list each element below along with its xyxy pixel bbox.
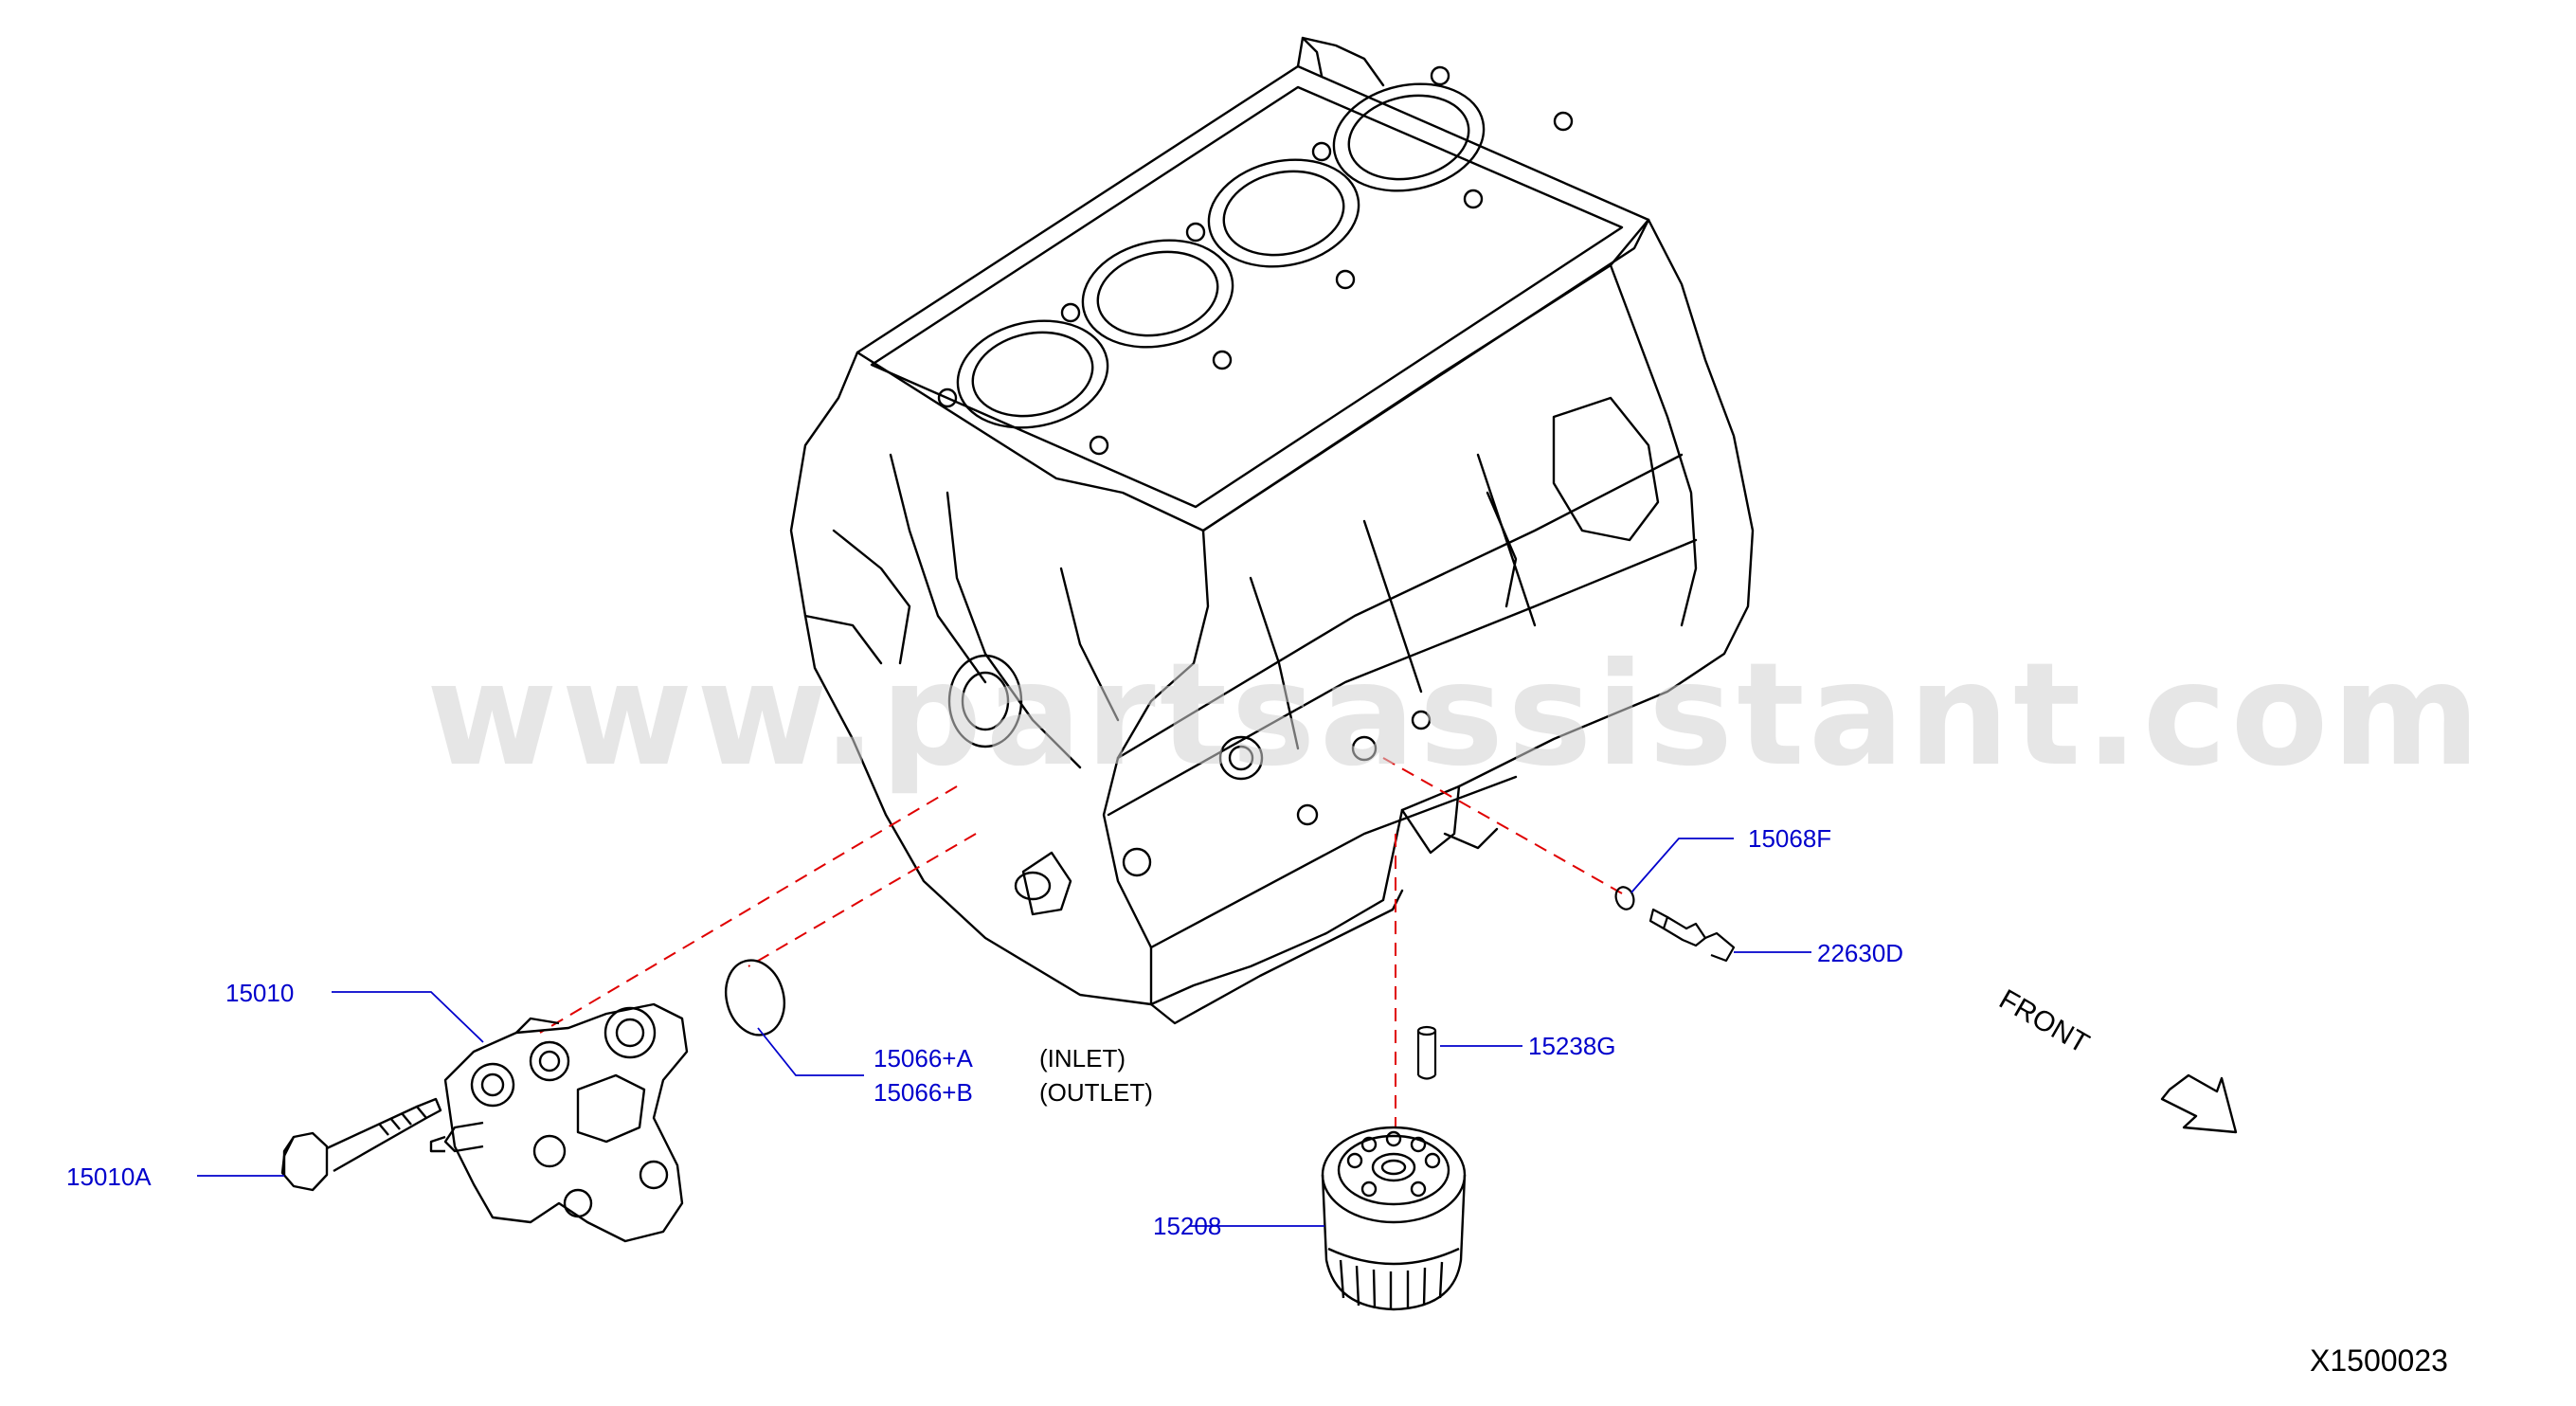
callout-15010[interactable]: 15010 — [225, 979, 295, 1007]
bolt-illustration — [280, 1097, 442, 1192]
oil-sensor-illustration — [1648, 908, 1736, 963]
callout-15068F[interactable]: 15068F — [1748, 824, 1832, 853]
leader-15066 — [757, 1027, 864, 1076]
oil-filter-illustration — [1321, 1126, 1467, 1311]
deck-bolt-holes — [937, 65, 1574, 456]
o-ring-illustration — [1614, 886, 1635, 910]
callout-leader-lines — [197, 838, 1811, 1227]
callout-22630D[interactable]: 22630D — [1817, 939, 1904, 967]
callout-15238G[interactable]: 15238G — [1528, 1032, 1616, 1060]
leader-15068F — [1630, 838, 1734, 893]
assembly-guide-lines — [539, 757, 1623, 1127]
engine-block-right-side — [1400, 218, 1755, 812]
callout-15010A[interactable]: 15010A — [66, 1163, 152, 1191]
block-port — [947, 654, 1023, 748]
engine-block-left-side — [789, 351, 1153, 1006]
engine-block-lower-edge — [1149, 808, 1404, 1006]
front-arrow-icon — [2160, 1073, 2238, 1134]
oil-pump-illustration — [429, 1002, 689, 1243]
engine-block-deck — [856, 64, 1650, 532]
gasket-illustration — [725, 959, 785, 1036]
callout-15066B[interactable]: 15066+B — [874, 1078, 973, 1107]
note-15066A: (INLET) — [1039, 1044, 1126, 1073]
note-15066B: (OUTLET) — [1039, 1078, 1153, 1107]
dowel-pin-illustration — [1416, 1025, 1437, 1080]
diagram-code: X1500023 — [2310, 1343, 2448, 1378]
callout-15208[interactable]: 15208 — [1153, 1212, 1222, 1240]
callout-15066A[interactable]: 15066+A — [874, 1044, 973, 1073]
cylinder-bores — [956, 82, 1486, 429]
leader-15010 — [332, 991, 484, 1043]
